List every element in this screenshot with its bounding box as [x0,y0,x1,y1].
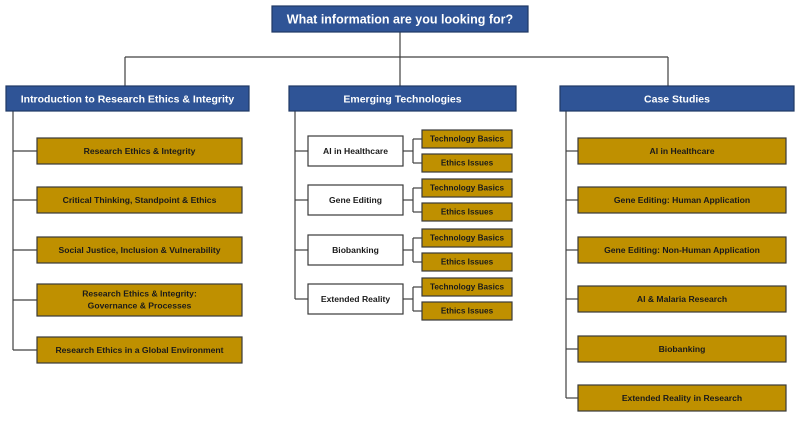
list-item[interactable]: Research Ethics & Integrity [36,137,243,165]
case-item-4-label: AI & Malaria Research [637,294,727,304]
intro-item-2-label: Critical Thinking, Standpoint & Ethics [63,195,217,205]
column-emerging-technologies: Emerging Technologies AI in Healthcare T… [288,85,517,321]
emerging-item-3-child-1-label: Technology Basics [430,234,504,243]
list-item[interactable]: Ethics Issues [421,202,513,222]
list-item[interactable]: AI & Malaria Research [577,285,787,313]
intro-item-3-box[interactable] [36,236,243,264]
connector-layer [12,32,669,399]
case-item-2-box[interactable] [577,186,787,214]
list-item[interactable]: Extended Reality in Research [577,384,787,412]
emerging-item-2-child-2-box[interactable] [421,202,513,222]
list-item[interactable]: Social Justice, Inclusion & Vulnerabilit… [36,236,243,264]
emerging-item-3-child-2-label: Ethics Issues [441,258,494,267]
list-item[interactable]: Biobanking [577,335,787,363]
emerging-item-4-box[interactable] [307,283,404,315]
emerging-item-3-label: Biobanking [332,245,379,255]
column-header-case-studies[interactable]: Case Studies [559,85,795,112]
column-header-emerging-technologies[interactable]: Emerging Technologies [288,85,517,112]
emerging-item-1-child-1-label: Technology Basics [430,135,504,144]
case-item-5-label: Biobanking [659,344,706,354]
list-item[interactable]: Ethics Issues [421,301,513,321]
case-item-6-box[interactable] [577,384,787,412]
emerging-item-3-child-1-box[interactable] [421,228,513,248]
case-item-5-box[interactable] [577,335,787,363]
emerging-item-1-child-2-label: Ethics Issues [441,159,494,168]
case-item-2-label: Gene Editing: Human Application [614,195,750,205]
list-item[interactable]: Gene Editing: Human Application [577,186,787,214]
list-item[interactable]: Research Ethics & Integrity: Governance … [36,283,243,317]
intro-item-2-box[interactable] [36,186,243,214]
intro-item-5-box[interactable] [36,336,243,364]
intro-item-3-label: Social Justice, Inclusion & Vulnerabilit… [58,245,220,255]
emerging-item-1-child-2-box[interactable] [421,153,513,173]
list-item[interactable]: Ethics Issues [421,252,513,272]
column-header-emerging-label: Emerging Technologies [343,93,461,105]
emerging-item-4-child-1-box[interactable] [421,277,513,297]
list-item[interactable]: Biobanking [307,234,404,266]
emerging-item-2-child-1-label: Technology Basics [430,184,504,193]
emerging-item-4-child-1-label: Technology Basics [430,283,504,292]
list-item[interactable]: Gene Editing: Non-Human Application [577,236,787,264]
intro-item-4-box[interactable] [36,283,243,317]
list-item[interactable]: Technology Basics [421,129,513,149]
column-case-studies: Case Studies AI in Healthcare Gene Editi… [559,85,795,412]
emerging-item-4-child-2-label: Ethics Issues [441,307,494,316]
list-item[interactable]: AI in Healthcare [307,135,404,167]
emerging-item-1-box[interactable] [307,135,404,167]
case-item-1-label: AI in Healthcare [650,146,715,156]
column-header-case-studies-box[interactable] [559,85,795,112]
intro-item-1-label: Research Ethics & Integrity [84,146,196,156]
column-header-introduction-box[interactable] [5,85,250,112]
case-item-3-label: Gene Editing: Non-Human Application [604,245,760,255]
emerging-item-2-child-2-label: Ethics Issues [441,208,494,217]
column-introduction: Introduction to Research Ethics & Integr… [5,85,250,364]
list-item[interactable]: Research Ethics in a Global Environment [36,336,243,364]
intro-item-5-label: Research Ethics in a Global Environment [55,345,223,355]
emerging-item-4-child-2-box[interactable] [421,301,513,321]
case-item-6-label: Extended Reality in Research [622,393,742,403]
emerging-item-2-box[interactable] [307,184,404,216]
emerging-item-2-label: Gene Editing [329,195,382,205]
case-item-4-box[interactable] [577,285,787,313]
column-header-case-studies-label: Case Studies [644,93,710,105]
emerging-item-4-label: Extended Reality [321,294,390,304]
list-item[interactable]: Technology Basics [421,228,513,248]
root-node-box[interactable] [271,5,529,33]
list-item[interactable]: Gene Editing [307,184,404,216]
emerging-item-1-label: AI in Healthcare [323,146,388,156]
list-item[interactable]: Technology Basics [421,277,513,297]
case-item-3-box[interactable] [577,236,787,264]
list-item[interactable]: Ethics Issues [421,153,513,173]
emerging-item-1-child-1-box[interactable] [421,129,513,149]
intro-item-1-box[interactable] [36,137,243,165]
emerging-item-3-box[interactable] [307,234,404,266]
list-item[interactable]: Critical Thinking, Standpoint & Ethics [36,186,243,214]
intro-item-4-label-line2: Governance & Processes [88,300,192,310]
column-header-emerging-box[interactable] [288,85,517,112]
list-item[interactable]: Technology Basics [421,178,513,198]
intro-item-4-label: Research Ethics & Integrity: [82,288,197,298]
column-header-introduction-label: Introduction to Research Ethics & Integr… [21,93,235,105]
case-item-1-box[interactable] [577,137,787,165]
list-item[interactable]: Extended Reality [307,283,404,315]
emerging-item-2-child-1-box[interactable] [421,178,513,198]
list-item[interactable]: AI in Healthcare [577,137,787,165]
emerging-item-3-child-2-box[interactable] [421,252,513,272]
root-node-label: What information are you looking for? [287,12,513,26]
column-header-introduction[interactable]: Introduction to Research Ethics & Integr… [5,85,250,112]
root-node[interactable]: What information are you looking for? [271,5,529,33]
